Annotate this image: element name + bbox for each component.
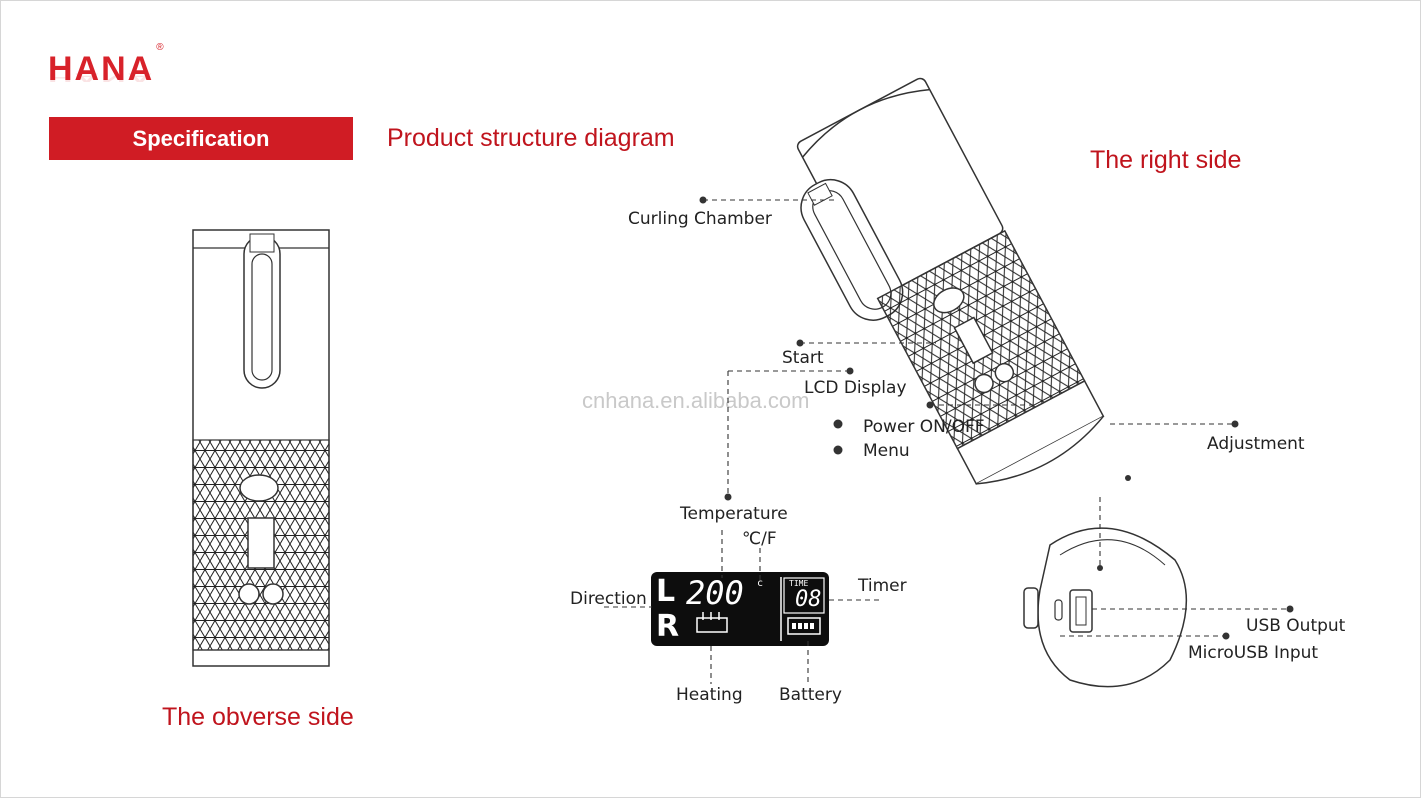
lcd-time-label: TIME: [789, 579, 809, 588]
end-cap: [1023, 475, 1188, 688]
label-timer: Timer: [858, 576, 907, 596]
hana-logo: HANA®: [48, 41, 166, 88]
label-usb-output: USB Output: [1246, 616, 1346, 636]
label-start: Start: [782, 348, 824, 368]
label-micro-usb: MicroUSB Input: [1188, 643, 1319, 663]
watermark: cnhana.en.alibaba.com: [582, 388, 810, 413]
label-unit: ℃/F: [742, 529, 777, 549]
obverse-device: [192, 229, 330, 667]
specification-label: Specification: [49, 117, 353, 160]
label-curling-chamber: Curling Chamber: [628, 209, 772, 229]
label-battery: Battery: [779, 685, 842, 705]
lcd-temp-unit: c: [757, 578, 764, 589]
lcd-panel: [651, 572, 829, 646]
leader-lines: [604, 199, 1290, 684]
lcd-left-indicator: L: [656, 574, 676, 609]
lcd-temperature-value: 200: [686, 574, 744, 612]
lcd-right-indicator: R: [656, 609, 680, 644]
obverse-side-title: The obverse side: [162, 703, 354, 731]
label-power: Power ON/OFF: [863, 417, 985, 437]
label-temperature: Temperature: [680, 504, 788, 524]
label-menu: Menu: [863, 441, 910, 461]
right-side-device: [796, 77, 1105, 485]
right-side-title: The right side: [1090, 146, 1242, 174]
leader-dots: [699, 196, 1294, 640]
label-heating: Heating: [676, 685, 743, 705]
lcd-time-value: 08: [795, 587, 822, 612]
label-lcd-display: LCD Display: [804, 378, 907, 398]
label-direction: Direction: [570, 589, 647, 609]
label-adjustment: Adjustment: [1207, 434, 1305, 454]
diagram-title: Product structure diagram: [387, 124, 675, 152]
